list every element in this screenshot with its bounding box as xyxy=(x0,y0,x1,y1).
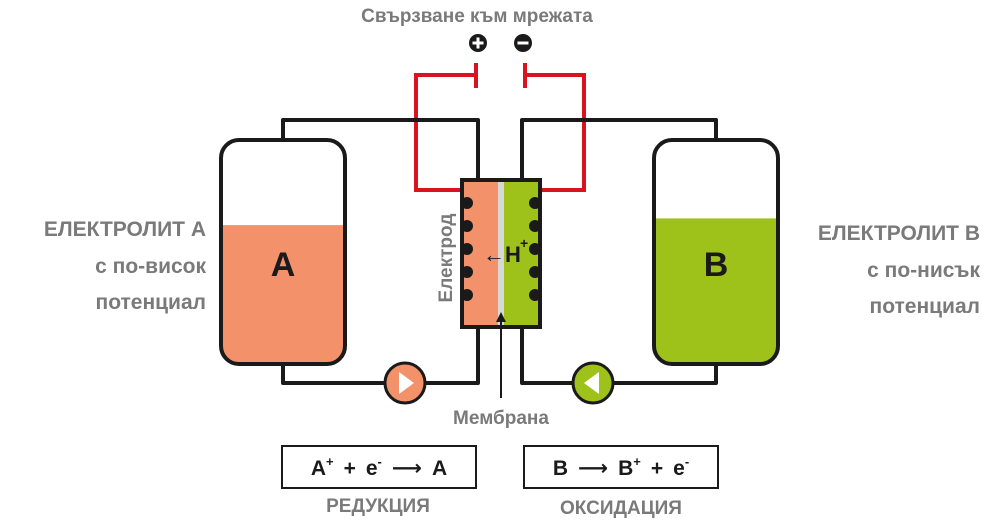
grid-wiring xyxy=(414,63,586,192)
oxidation-equation: B⟶B++e- xyxy=(523,445,719,489)
electrolyte-b-line1: с по-нисък xyxy=(867,259,980,282)
play-left-icon xyxy=(584,372,599,394)
play-right-icon xyxy=(399,372,414,394)
pump-right xyxy=(571,361,615,405)
pipes xyxy=(281,118,718,385)
tank-a: A xyxy=(219,138,347,366)
electrolyte-a-line1: с по-висок xyxy=(95,255,206,278)
minus-terminal-icon xyxy=(514,34,532,52)
membrane xyxy=(498,180,504,327)
electrolyte-a-title: ЕЛЕКТРОЛИТ А xyxy=(44,218,206,241)
reduction-label: РЕДУКЦИЯ xyxy=(326,496,430,517)
electrochemical-cell: ← H + xyxy=(460,178,542,329)
membrane-label: Мембрана xyxy=(453,408,549,429)
electrolyte-b-fill xyxy=(654,218,778,364)
electrolyte-b-title: ЕЛЕКТРОЛИТ В xyxy=(818,222,980,245)
electrolyte-b-line2: потенциал xyxy=(870,295,980,318)
pump-left xyxy=(383,361,427,405)
ion-arrow: ← xyxy=(483,242,505,267)
svg-text:B⟶B++e-: B⟶B++e- xyxy=(553,454,689,480)
tank-b: B xyxy=(652,138,780,366)
plus-terminal-icon xyxy=(469,34,487,52)
tank-b-letter: B xyxy=(704,246,729,284)
electrode-label: Електрод xyxy=(436,214,457,303)
ion-label: H xyxy=(505,242,521,267)
reduction-equation: A++e-⟶A xyxy=(281,445,477,489)
ion-charge: + xyxy=(520,235,528,251)
membrane-pointer xyxy=(496,312,506,398)
svg-text:A++e-⟶A: A++e-⟶A xyxy=(311,454,447,480)
oxidation-label: ОКСИДАЦИЯ xyxy=(560,498,682,519)
tank-a-letter: A xyxy=(271,246,296,284)
electrode-dots xyxy=(461,197,541,301)
electrolyte-a-line2: потенциал xyxy=(96,291,206,314)
electrolyte-a-fill xyxy=(221,225,345,364)
grid-connection-label: Свързване към мрежата xyxy=(361,6,593,27)
